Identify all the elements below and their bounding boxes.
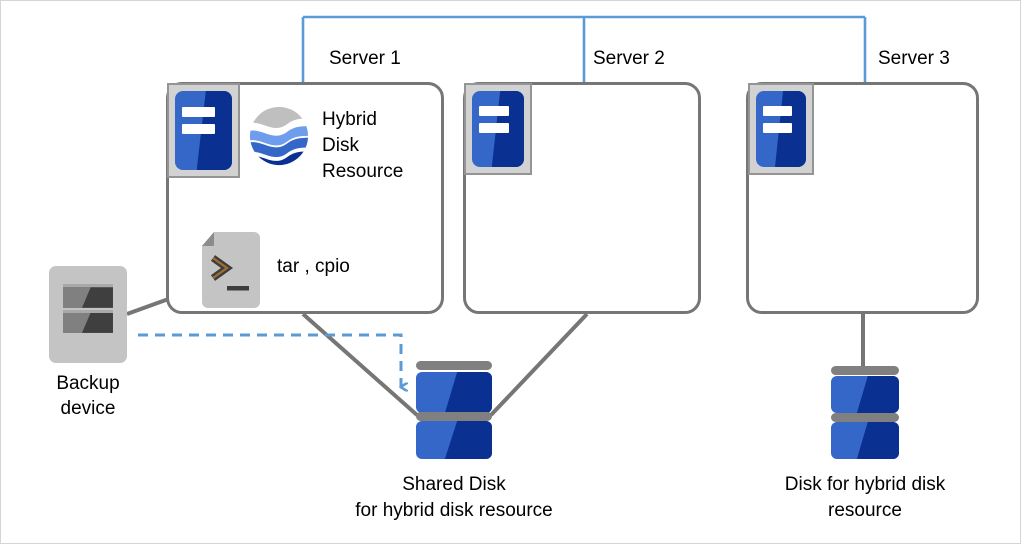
disk-plate — [831, 366, 899, 375]
disk-platter — [416, 421, 492, 459]
server-rack-icon-server1 — [167, 83, 240, 178]
hybrid-disk-resource-label-line2: Disk — [322, 135, 359, 156]
backup-device-label-line2: device — [60, 398, 116, 419]
disk-plate — [831, 413, 899, 422]
hybrid-disk-label-line1: Disk for hybrid disk — [784, 474, 946, 495]
hybrid-disk-stack-icon — [831, 366, 899, 459]
rack-slot-bar — [478, 106, 509, 117]
rack-slot-bar — [182, 124, 216, 135]
rack-body — [472, 91, 524, 167]
backup-device-icon — [49, 266, 127, 363]
rack-slot-bar — [478, 122, 509, 133]
disk-platter-shade — [856, 376, 899, 413]
disk-plate — [416, 361, 492, 370]
disk-platter — [831, 422, 899, 459]
hybrid-disk-resource-label-line1: Hybrid — [322, 109, 377, 130]
script-terminal-icon — [200, 232, 262, 308]
backup-device-drive — [63, 312, 113, 333]
server-label-server3: Server 3 — [878, 48, 950, 69]
backup-device-drive — [63, 287, 113, 308]
disk-platter-shade — [444, 421, 492, 459]
hybrid-disk-label-line2: resource — [828, 500, 902, 521]
backup-device-separator — [63, 284, 113, 289]
disk-plate — [416, 412, 492, 421]
rack-slot-bar — [182, 106, 216, 118]
link-server1-to-shared-disk — [301, 312, 419, 417]
link-server2-to-shared-disk — [489, 312, 589, 417]
backup-device-separator — [63, 309, 113, 314]
shared-disk-label-line1: Shared Disk — [402, 474, 506, 495]
disk-platter — [831, 376, 899, 413]
disk-platter — [416, 372, 492, 413]
rack-slot-bar — [762, 122, 792, 133]
disk-platter-shade — [444, 372, 492, 413]
disk-platter-shade — [856, 422, 899, 459]
tar-cpio-label: tar , cpio — [277, 256, 350, 277]
rack-body — [756, 91, 806, 167]
backup-flow-arrow — [138, 333, 401, 387]
shared-disk-stack-icon — [416, 361, 492, 459]
shared-disk-label-line2: for hybrid disk resource — [355, 500, 553, 521]
backup-device-drive-shade — [82, 312, 113, 333]
backup-device-drive-shade — [82, 287, 113, 308]
server-rack-icon-server2 — [464, 83, 532, 175]
backup-device-label-line1: Backup — [56, 373, 120, 394]
rack-body — [175, 91, 232, 170]
server-label-server2: Server 2 — [593, 48, 665, 69]
hybrid-disk-resource-label-line3: Resource — [322, 161, 404, 182]
server-rack-icon-server3 — [748, 83, 814, 175]
hybrid-disk-resource-globe-icon — [248, 105, 310, 167]
rack-slot-bar — [762, 106, 792, 117]
server-label-server1: Server 1 — [329, 48, 401, 69]
